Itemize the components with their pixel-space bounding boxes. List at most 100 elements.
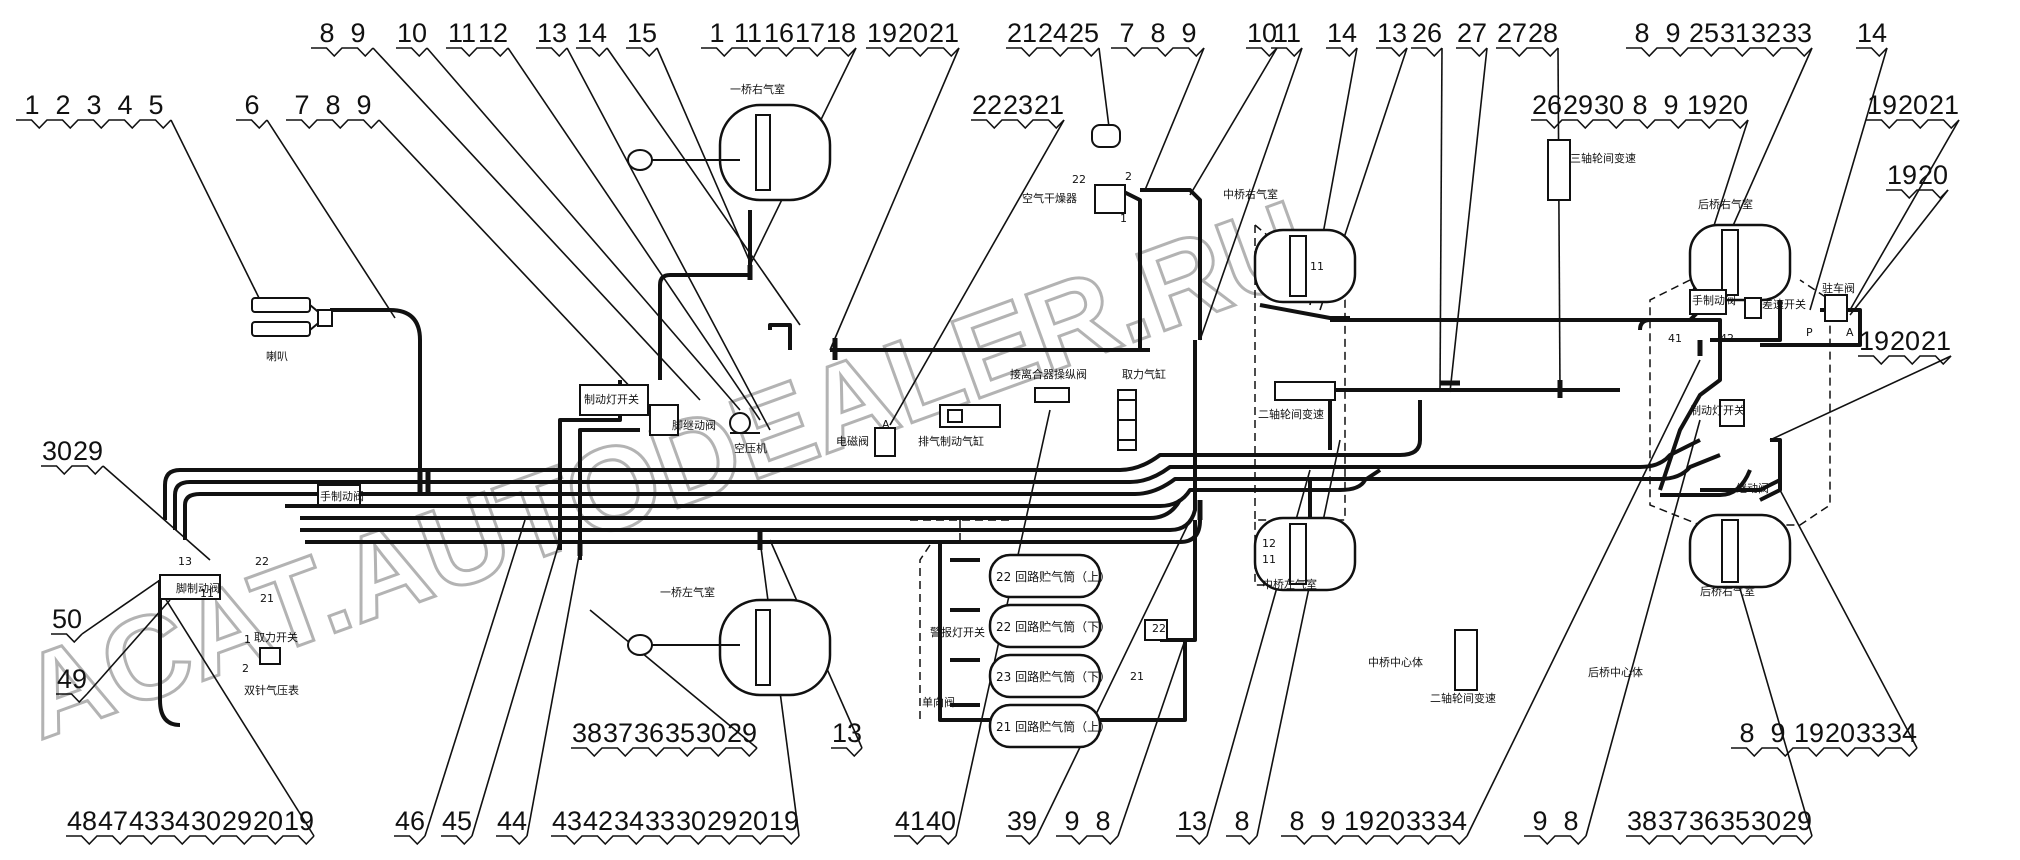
parking-port-P: P xyxy=(1806,326,1813,339)
rear-axle-right-chamber-top-label: 后桥右气室 xyxy=(1698,197,1753,211)
bottom-callout-underline-3 xyxy=(831,747,863,758)
solenoid-valve-label: 电磁阀 xyxy=(836,434,869,448)
top-callout-11-1: 23 xyxy=(1003,90,1033,120)
top-callout-underline-21 xyxy=(1626,47,1813,58)
hand-valve-rear-label: 手制动阀 xyxy=(1692,293,1736,307)
bottom-callout-leader-17 xyxy=(1779,489,1918,749)
bottom-callout-underline-5 xyxy=(394,835,426,846)
top-callout-leader-20 xyxy=(1557,47,1561,391)
front-brake-valve-label: 脚制动阀 xyxy=(176,581,220,595)
bottom-callout-underline-1 xyxy=(56,693,88,704)
bottom-callout-14-0: 8 xyxy=(1289,806,1304,836)
bottom-callout-2-3: 35 xyxy=(665,718,695,748)
top-callout-21-2: 25 xyxy=(1689,18,1719,48)
bottom-callout-leader-14 xyxy=(1466,359,1701,837)
axle2-diff-label: 二轴轮间变速 xyxy=(1258,407,1324,421)
top-callout-14-0: 10 xyxy=(1247,18,1277,48)
top-callout-21-5: 33 xyxy=(1782,18,1812,48)
bottom-callout-14-1: 9 xyxy=(1320,806,1335,836)
top-callout-leader-24 xyxy=(1849,119,1960,311)
top-callout-underline-25 xyxy=(1886,189,1949,200)
top-callout-underline-2 xyxy=(286,119,380,130)
top-callout-underline-23 xyxy=(1531,119,1749,130)
top-callout-12-1: 24 xyxy=(1038,18,1068,48)
top-callout-11-0: 22 xyxy=(972,90,1002,120)
bottom-callout-17-1: 9 xyxy=(1770,718,1785,748)
top-callout-underline-15 xyxy=(1271,47,1303,58)
front-brake-port-13: 13 xyxy=(178,555,192,568)
top-callout-underline-6 xyxy=(536,47,568,58)
air-tanks: 22 回路贮气筒（上） 22 回路贮气筒（下） 23 回路贮气筒（下） 21 回… xyxy=(922,553,1111,749)
air-dryer-label: 空气干燥器 xyxy=(1022,191,1077,205)
middle-axle-left-chamber-label: 中桥左气室 xyxy=(1262,577,1317,591)
bottom-callout-8-7: 19 xyxy=(769,806,799,836)
top-callout-19-0: 27 xyxy=(1457,18,1487,48)
foot-brake-valve-assembly: 制动灯开关 脚继动阀 xyxy=(579,384,716,436)
bottom-callout-17-0: 8 xyxy=(1739,718,1754,748)
bottom-callout-2-0: 38 xyxy=(572,718,602,748)
bottom-callout-0-0: 50 xyxy=(52,604,82,634)
relay-valve-foot-label: 脚继动阀 xyxy=(672,418,716,432)
top-callout-leader-22 xyxy=(1809,47,1888,311)
top-callout-13-2: 9 xyxy=(1181,18,1196,48)
tank-2-label: 22 回路贮气筒（下） xyxy=(996,619,1111,634)
bottom-callout-leader-10 xyxy=(1036,509,1196,837)
exhaust-brake-cylinder: 排气制动气缸 xyxy=(918,404,1001,448)
front-axle-right-chamber: 一桥右气室 xyxy=(627,82,832,202)
top-callout-underline-17 xyxy=(1376,47,1408,58)
bottom-callout-4-2: 43 xyxy=(129,806,159,836)
rear-hand-valve: 手制动阀 41 42 xyxy=(1668,289,1736,345)
front-brake-valve: 脚制动阀 13 22 11 21 xyxy=(159,555,274,605)
bottom-callout-9-1: 40 xyxy=(926,806,956,836)
air-dryer-port-1: 1 xyxy=(1120,212,1127,225)
bottom-callout-17-2: 19 xyxy=(1794,718,1824,748)
compressor-icon: 空压机 xyxy=(729,412,767,455)
solenoid-valve: A 电磁阀 xyxy=(836,418,896,457)
bottom-callout-16-2: 36 xyxy=(1689,806,1719,836)
bottom-callout-leader-13 xyxy=(1256,439,1341,837)
front-axle-left-chamber-label: 一桥左气室 xyxy=(660,585,715,599)
top-callout-underline-3 xyxy=(311,47,374,58)
top-callout-18-0: 26 xyxy=(1412,18,1442,48)
rear-relay-valve-label: 继动阀 xyxy=(1736,481,1769,495)
bottom-callout-14-2: 19 xyxy=(1344,806,1374,836)
top-callout-5-1: 12 xyxy=(478,18,508,48)
top-callout-25-1: 20 xyxy=(1918,160,1948,190)
top-callout-26-0: 19 xyxy=(1859,326,1889,356)
bottom-callout-16-1: 37 xyxy=(1658,806,1688,836)
middle-axle-right-chamber-label: 中桥右气室 xyxy=(1223,187,1278,201)
top-callout-leader-7 xyxy=(606,47,801,326)
bottom-callout-underline-16 xyxy=(1626,835,1813,846)
bottom-callout-8-3: 33 xyxy=(645,806,675,836)
top-callout-21-1: 9 xyxy=(1665,18,1680,48)
top-callout-12-2: 25 xyxy=(1069,18,1099,48)
brake-light-switch-3-label: 制动灯开关 xyxy=(1690,403,1745,417)
top-callout-underline-20 xyxy=(1496,47,1559,58)
top-callout-leader-1 xyxy=(266,119,396,319)
diff-lock-switch-label: 差速开关 xyxy=(1762,297,1806,311)
top-callout-leader-2 xyxy=(378,119,636,393)
dual-pressure-gauge: 双针气压表 xyxy=(244,683,299,697)
top-callout-underline-26 xyxy=(1858,355,1952,366)
top-callout-13-0: 7 xyxy=(1119,18,1134,48)
top-callout-23-6: 20 xyxy=(1718,90,1748,120)
pto-cylinder-label: 取力气缸 xyxy=(1122,367,1166,381)
top-callout-9-3: 17 xyxy=(795,18,825,48)
top-callout-underline-16 xyxy=(1326,47,1358,58)
bottom-callout-8-4: 30 xyxy=(676,806,706,836)
pto-cylinder: 取力气缸 xyxy=(1117,367,1166,451)
bottom-callout-leader-2 xyxy=(589,609,758,749)
axle2-diff-bottom-label: 二轴轮间变速 xyxy=(1430,691,1496,705)
top-callout-leader-8 xyxy=(656,47,751,263)
bottom-callout-leader-7 xyxy=(526,549,581,837)
top-callout-underline-12 xyxy=(1006,47,1100,58)
bottom-callout-underline-10 xyxy=(1006,835,1038,846)
rear-port-42: 42 xyxy=(1720,332,1734,345)
top-callout-10-1: 20 xyxy=(898,18,928,48)
front-axle-left-chamber: 一桥左气室 xyxy=(627,585,832,697)
top-callout-underline-13 xyxy=(1111,47,1205,58)
top-callout-leader-6 xyxy=(566,47,771,431)
horn-icon: 喇叭 xyxy=(251,297,333,363)
top-callout-23-1: 29 xyxy=(1563,90,1593,120)
top-callout-leader-4 xyxy=(426,47,741,411)
